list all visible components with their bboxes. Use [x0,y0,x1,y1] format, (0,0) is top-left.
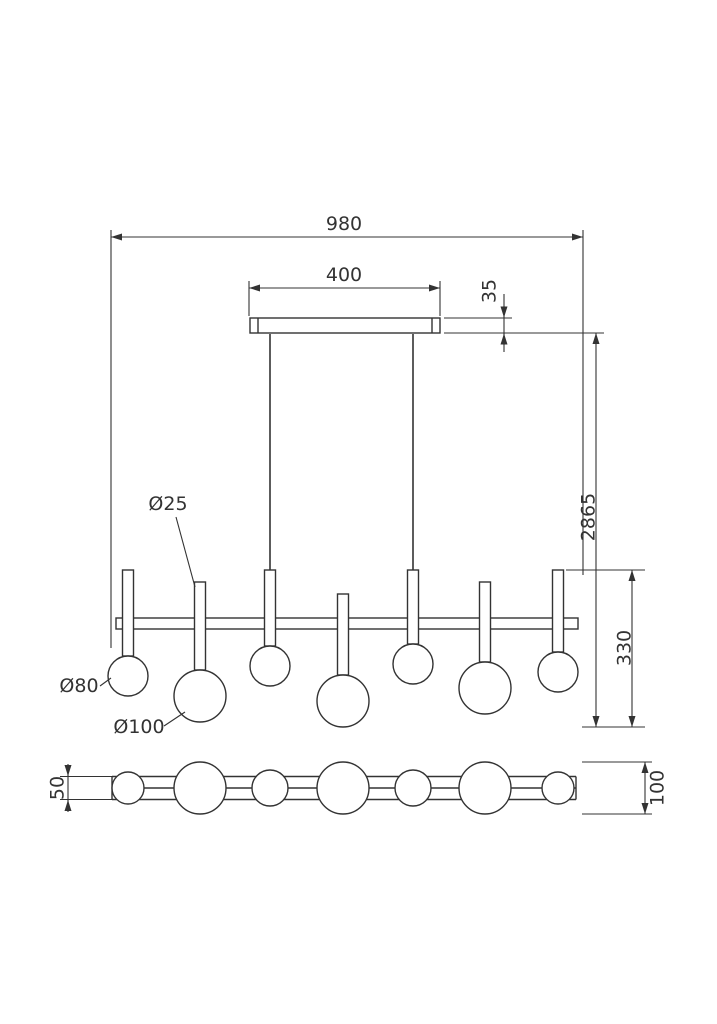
lamp-sphere-1 [107,655,149,697]
label-value-tube-diameter: Ø25 [148,493,187,515]
lamp-sphere-4 [316,674,370,728]
dimension-plan-sphere: 100 [582,761,669,815]
dimension-body-height: 330 [566,569,645,727]
lamp-rod-1 [121,569,135,657]
canopy-body [249,317,441,334]
front-view [107,569,579,728]
lamp-rod-4 [336,593,350,676]
leader-line [99,677,112,687]
bottom-view [111,761,577,815]
lamp-sphere-3 [249,645,291,687]
canopy-end-marks [257,318,433,333]
dimension-drop-height: 2865 [444,332,645,728]
plan-sphere-5 [394,769,432,807]
plan-sphere-2 [173,761,227,815]
dimension-canopy-height: 35 [444,279,512,352]
dimension-canopy-width: 400 [248,264,441,316]
leader-line [175,516,196,588]
lamp-rod-2 [193,581,207,671]
label-value-large-sphere: Ø100 [113,716,164,738]
dimension-value-canopy-height: 35 [479,279,501,303]
lamp-sphere-5 [392,643,434,685]
label-tube-diameter: Ø25 [148,493,196,588]
extension-lines [60,775,114,801]
plan-sphere-7 [541,771,575,805]
ceiling-canopy [249,317,441,334]
dimension-value-plan-sphere: 100 [647,770,669,806]
dimension-value-body-height: 330 [614,630,636,666]
plan-sphere-3 [251,769,289,807]
label-large-sphere: Ø100 [113,711,186,738]
lamp-rod-6 [478,581,492,663]
plan-sphere-6 [458,761,512,815]
lamp-sphere-2 [173,669,227,723]
label-small-sphere: Ø80 [59,675,112,697]
dimension-value-plan-depth: 50 [47,776,69,800]
lamp-rod-7 [551,569,565,653]
label-value-small-sphere: Ø80 [59,675,98,697]
dimension-value-overall-width: 980 [326,213,362,235]
dimension-overall-width: 980 [110,213,584,648]
lamp-sphere-7 [537,651,579,693]
lamp-sphere-6 [458,661,512,715]
dimension-value-drop-height: 2865 [578,493,600,541]
leader-line [163,711,186,727]
plan-sphere-1 [111,771,145,805]
lamp-rod-3 [263,569,277,647]
plan-sphere-4 [316,761,370,815]
extension-lines [582,761,652,815]
suspension-cables [269,334,414,570]
lamp-rod-5 [406,569,420,645]
dimension-plan-depth: 50 [47,764,114,812]
dimension-value-canopy-width: 400 [326,264,362,286]
